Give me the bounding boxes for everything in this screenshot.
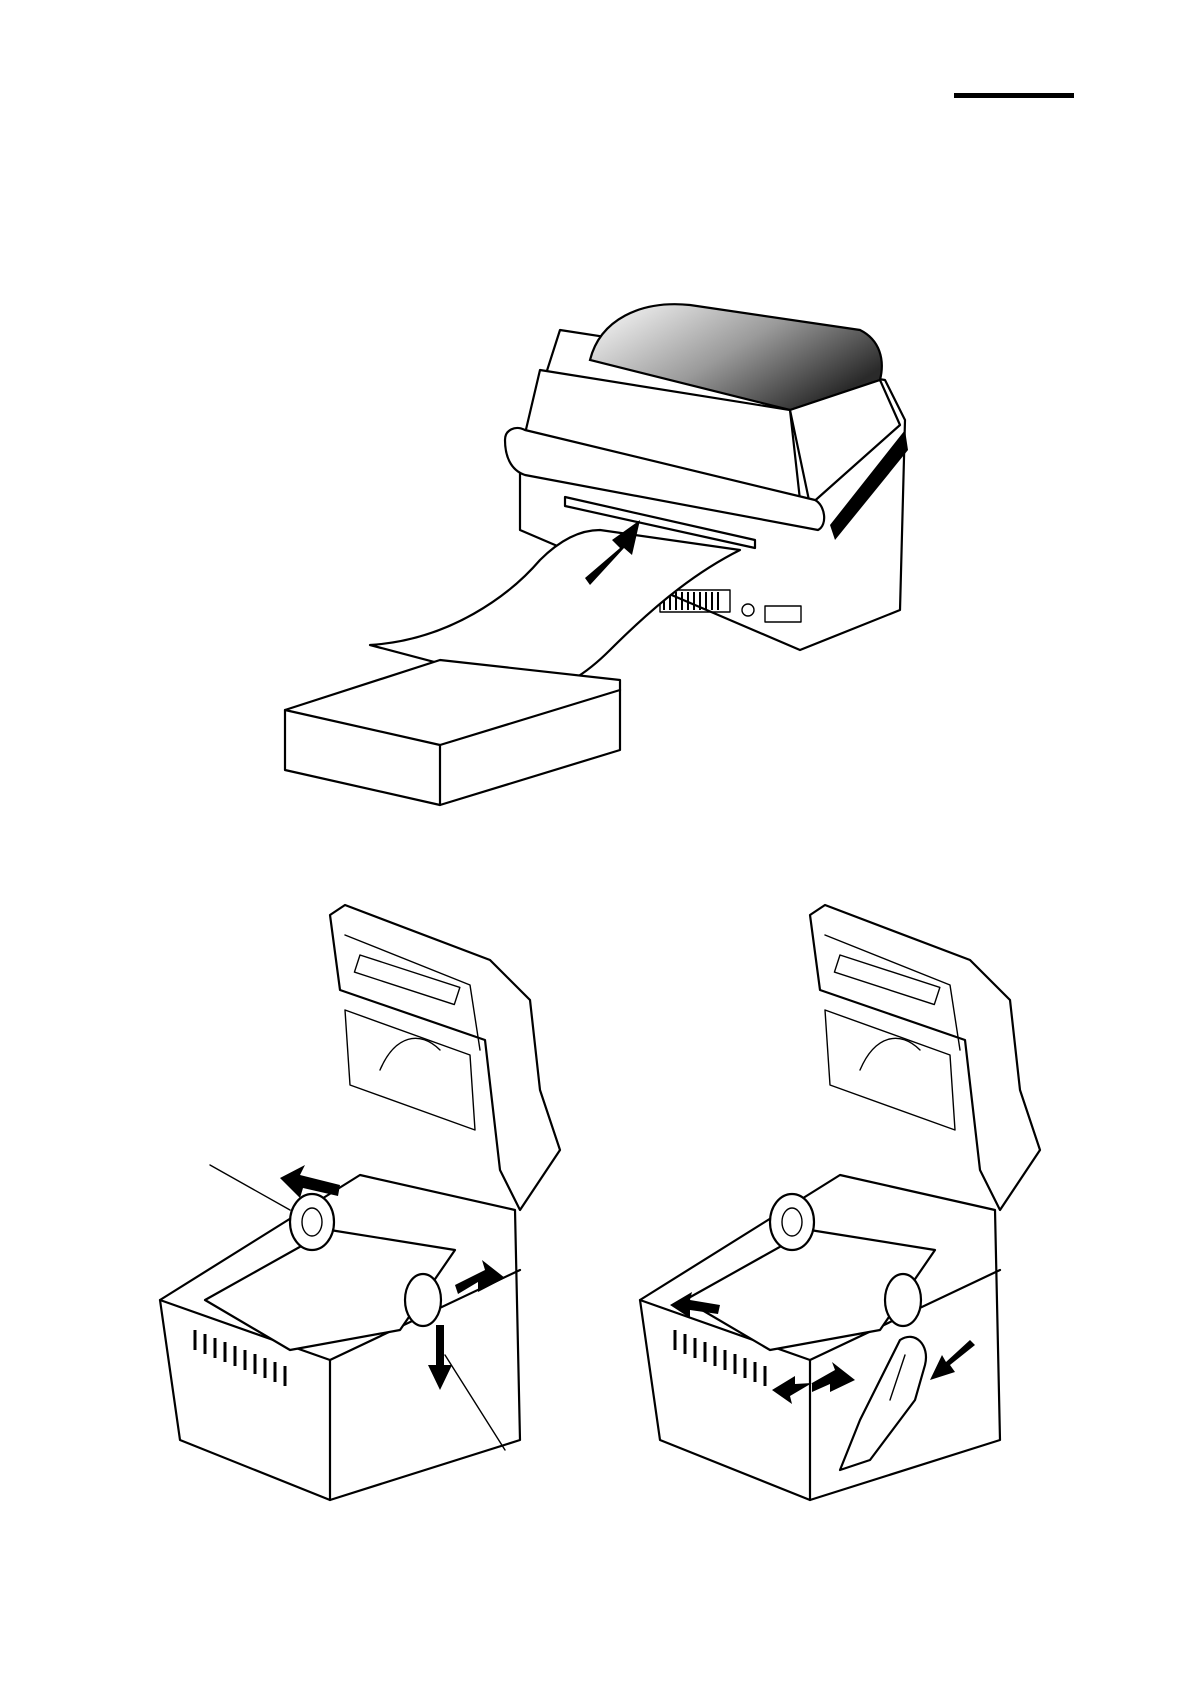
manual-page (0, 0, 1191, 1684)
printer-open-paper-guide-lock-illustration (0, 0, 1191, 1684)
